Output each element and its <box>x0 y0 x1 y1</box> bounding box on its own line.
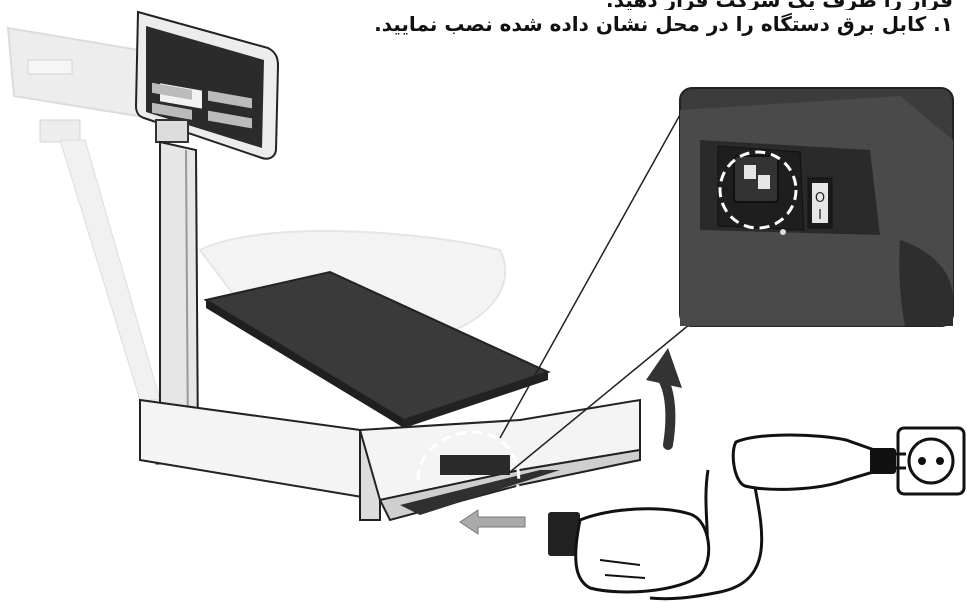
hand-holding-wall-plug <box>733 435 906 489</box>
rotate-arrow <box>646 348 682 445</box>
switch-on-label: I <box>818 208 822 223</box>
insert-direction-arrow <box>460 510 525 534</box>
hand-holding-device-plug <box>548 509 709 592</box>
switch-off-label: O <box>815 191 825 206</box>
scale-display-head <box>136 12 278 159</box>
wall-socket <box>898 428 964 494</box>
inset-closeup: O I <box>680 88 953 326</box>
